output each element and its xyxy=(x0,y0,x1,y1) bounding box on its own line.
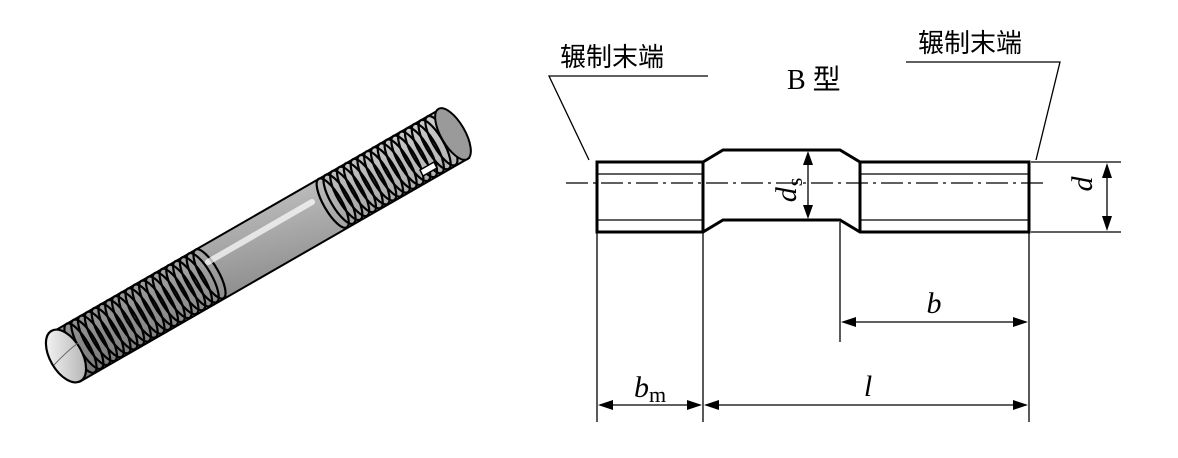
ds-arrow-bottom xyxy=(803,205,813,219)
thread-ring xyxy=(185,252,220,304)
stud-right-end xyxy=(434,107,472,161)
thread-rings-left xyxy=(63,248,227,374)
thread-ring xyxy=(390,134,425,186)
ds-main: d xyxy=(770,186,803,202)
left-end-label: 辗制末端 xyxy=(560,43,664,73)
thread-ring xyxy=(192,248,227,300)
thread-ring xyxy=(369,146,405,198)
bm-arrow-left xyxy=(598,400,613,410)
thread-ring xyxy=(110,295,146,347)
ds-arrow-top xyxy=(803,151,813,165)
stud-isometric-view xyxy=(44,107,472,384)
shank-highlight xyxy=(205,199,315,265)
thread-ring xyxy=(178,255,214,308)
thread-ring xyxy=(76,314,112,367)
thread-ring xyxy=(403,126,439,179)
thread-ring xyxy=(131,283,166,335)
l-label: l xyxy=(864,370,872,403)
thread-ring xyxy=(329,169,364,222)
ds-sub: s xyxy=(782,178,807,187)
left-end-leader xyxy=(547,75,708,161)
thread-ring xyxy=(356,153,391,206)
thread-ring xyxy=(104,298,139,351)
thread-ring xyxy=(383,138,418,190)
l-arrow-right xyxy=(1013,400,1028,410)
thread-ring xyxy=(376,142,411,194)
d-arrow-top xyxy=(1102,163,1112,178)
thread-ring xyxy=(83,310,119,363)
stud-orthographic-view: 辗制末端 辗制末端 B 型 d ds b bm l xyxy=(547,29,1121,422)
d-arrow-bottom xyxy=(1102,216,1112,231)
thread-ring xyxy=(90,306,125,359)
stud-end-chamfer xyxy=(53,342,79,366)
thread-ring xyxy=(410,122,445,175)
thread-ring xyxy=(349,157,384,210)
right-end-leader xyxy=(906,61,1061,161)
thread-ring xyxy=(322,173,357,225)
bm-label: bm xyxy=(634,371,666,407)
b-label: b xyxy=(927,287,942,320)
thread-ring xyxy=(165,263,200,316)
stud-groove xyxy=(419,160,438,178)
l-arrow-left xyxy=(704,400,719,410)
ds-label: ds xyxy=(770,178,807,203)
d-label: d xyxy=(1066,176,1099,192)
stud-left-end-face xyxy=(44,328,88,384)
thread-ring xyxy=(138,279,173,331)
thread-ring xyxy=(335,165,371,218)
right-end-label: 辗制末端 xyxy=(918,29,1022,59)
thread-ring xyxy=(158,267,193,320)
thread-ring xyxy=(315,177,350,229)
thread-ring xyxy=(124,287,159,339)
b-arrow-right xyxy=(1013,317,1028,327)
thread-ring xyxy=(172,259,207,312)
bm-main: b xyxy=(634,371,649,404)
thread-ring xyxy=(144,275,180,328)
thread-ring xyxy=(397,130,432,183)
thread-ring xyxy=(97,302,132,355)
thread-ring xyxy=(342,161,378,214)
thread-ring xyxy=(117,291,152,343)
bm-sub: m xyxy=(649,382,666,407)
b-arrow-left xyxy=(841,317,856,327)
type-label: B 型 xyxy=(787,64,841,96)
thread-ring xyxy=(151,271,186,324)
bm-arrow-right xyxy=(687,400,702,410)
thread-ring xyxy=(363,150,398,202)
